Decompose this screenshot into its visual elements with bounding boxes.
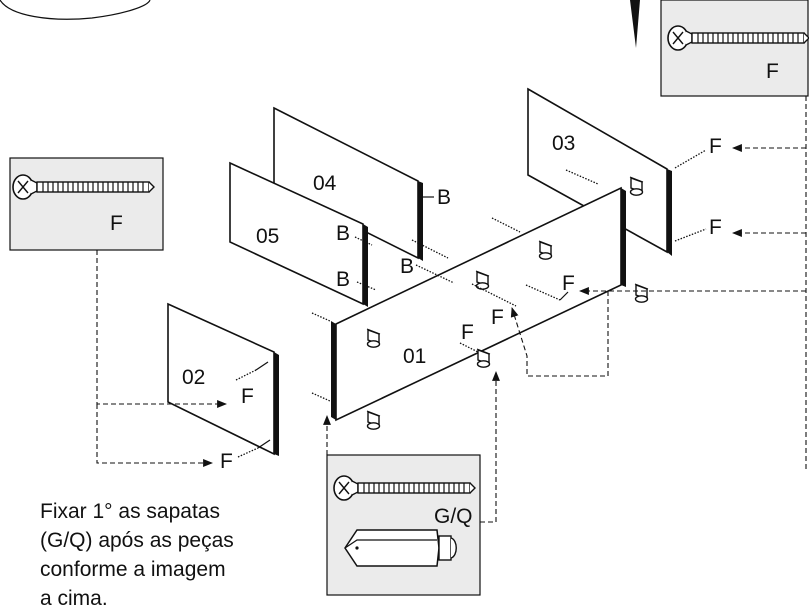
cropped-tool-fragment [630, 0, 640, 48]
callout-label-gq: G/Q [434, 505, 473, 528]
guide-arrow [510, 291, 609, 377]
note-line-3: conforme a imagem [40, 558, 226, 581]
panel-03: 03 [527, 87, 672, 256]
hardware-label-f: F [241, 385, 254, 408]
pin [471, 283, 517, 307]
dowel-icon [366, 410, 381, 430]
pin [311, 392, 331, 402]
leader-line [559, 291, 569, 301]
hardware-label-f: F [709, 135, 722, 158]
pin [674, 149, 707, 169]
guide-arrow [96, 404, 213, 467]
pin [415, 264, 455, 284]
hardware-label-b: B [400, 255, 414, 278]
hardware-label-f: F [491, 306, 504, 329]
hardware-label-f: F [709, 216, 722, 239]
pin [311, 312, 331, 322]
panel-label-03: 03 [552, 132, 575, 155]
panel-label-05: 05 [256, 225, 279, 248]
pin [525, 284, 561, 301]
hardware-label-f: F [220, 450, 233, 473]
panel-label-02: 02 [182, 366, 205, 389]
callout-label-f: F [766, 60, 779, 83]
dowel-icon [476, 348, 491, 368]
leader-line [255, 361, 269, 371]
panel-04: 04 [273, 106, 423, 261]
instruction-note: Fixar 1° as sapatas (G/Q) após as peças … [40, 500, 234, 610]
cropped-part-outline [0, 0, 151, 20]
callout-screw-f-top-right: F [660, 0, 809, 97]
note-line-4: a cima. [40, 587, 108, 610]
pin [674, 228, 707, 242]
callout-label-f: F [110, 212, 123, 235]
hardware-label-f: F [562, 272, 575, 295]
pin [459, 342, 479, 353]
pin [235, 369, 257, 381]
pin [237, 447, 259, 458]
hardware-label-b: B [336, 222, 350, 245]
note-line-1: Fixar 1° as sapatas [40, 500, 220, 523]
guide-arrow [480, 371, 500, 523]
pin [354, 236, 373, 246]
leveling-foot-icon [344, 529, 457, 567]
panel-02: 02 [167, 302, 279, 456]
panel-label-01: 01 [403, 345, 426, 368]
callout-screw-f-left: F [9, 157, 164, 251]
dowel-icon [634, 283, 649, 303]
panel-label-04: 04 [313, 172, 337, 195]
hardware-label-f: F [461, 321, 474, 344]
pin [491, 217, 521, 233]
hardware-label-b: B [437, 186, 451, 209]
leader-line [257, 439, 271, 449]
panel-05: 05 [229, 161, 368, 307]
callout-screw-foot-gq: G/Q [326, 454, 481, 596]
hardware-label-b: B [336, 268, 350, 291]
pin [411, 239, 449, 259]
pin [356, 281, 377, 291]
note-line-2: (G/Q) após as peças [40, 529, 234, 552]
